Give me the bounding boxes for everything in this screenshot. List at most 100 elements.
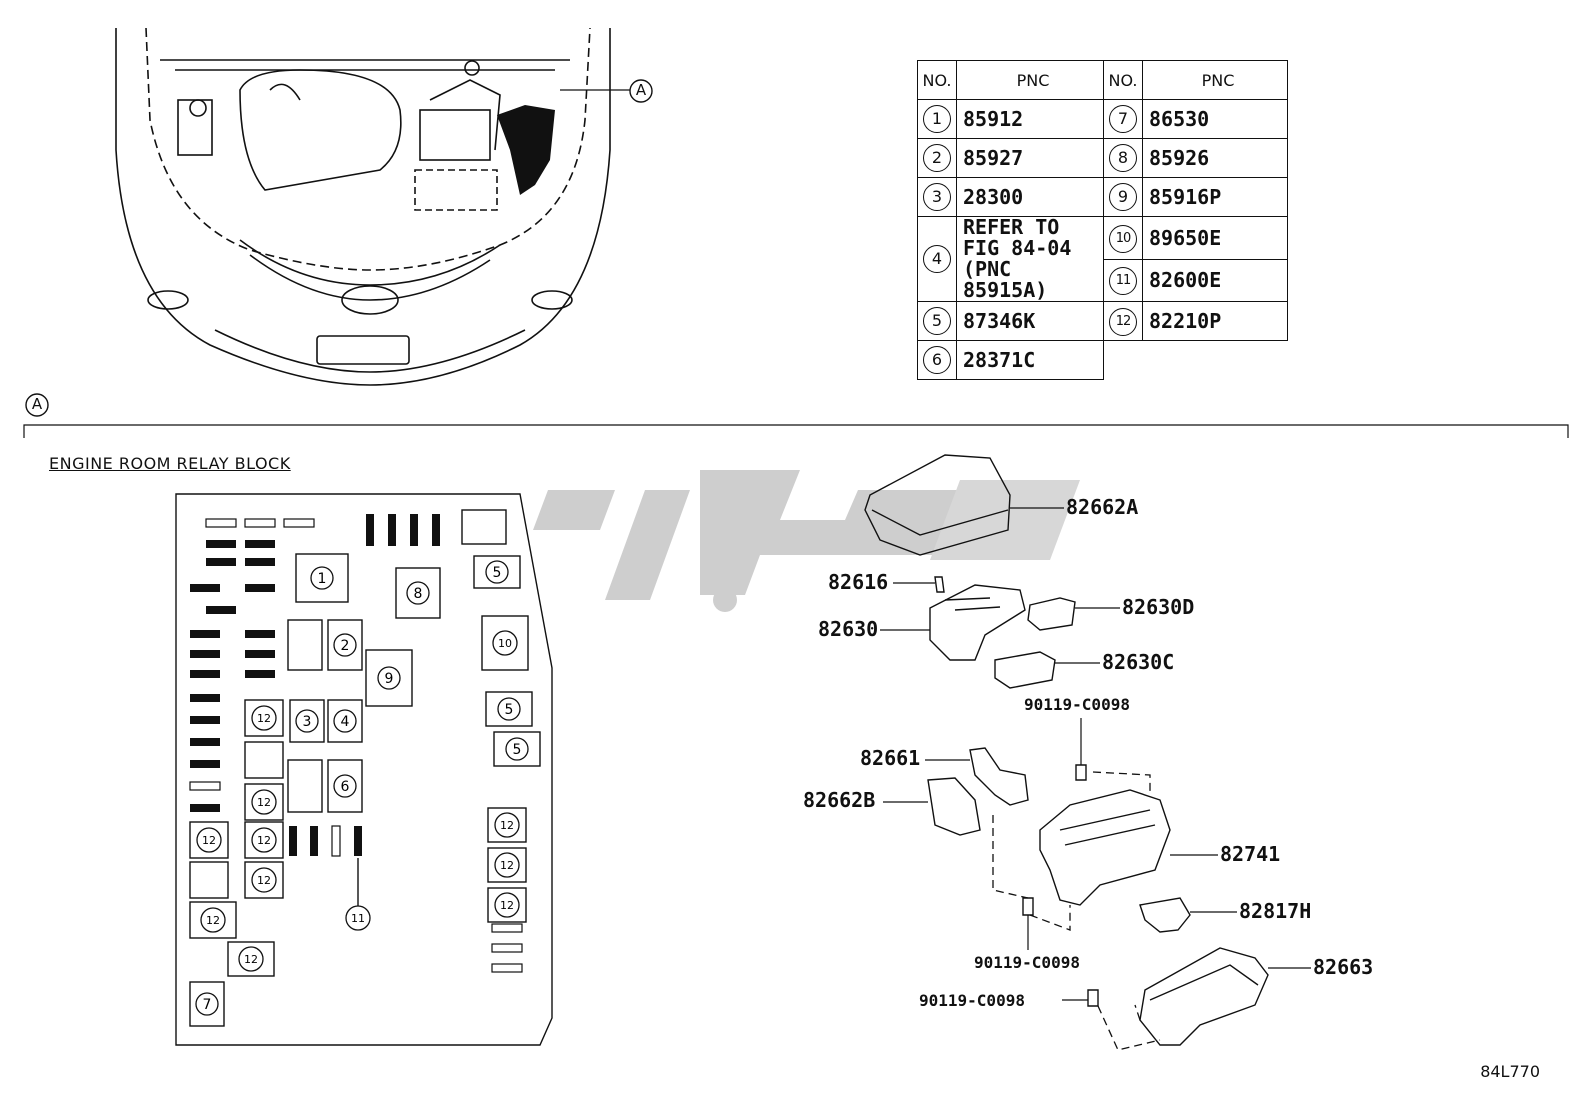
svg-text:12: 12 (202, 834, 216, 847)
part-label-82630: 82630 (818, 617, 879, 641)
table-row: 2 85927 8 85926 (917, 138, 1288, 178)
fuse-group (189, 514, 523, 973)
dashed-guide-lines (992, 771, 1161, 1051)
leader-lines (880, 507, 1311, 1001)
part-label-bolt-3: 90119-C0098 (919, 991, 1025, 1010)
slot-6: 6 (333, 774, 357, 798)
row-pnc: 82210P (1142, 301, 1288, 341)
part-label-82661: 82661 (860, 746, 921, 770)
row-no: 9 (1109, 183, 1137, 211)
clip-82616-shape (934, 576, 945, 593)
block-82630-shape (929, 584, 1026, 661)
refer-line-3: (PNC 85915A) (963, 257, 1048, 302)
part-label-82630c: 82630C (1102, 650, 1175, 674)
part-label-82741: 82741 (1220, 842, 1281, 866)
lower-cover-82663-shape (1139, 947, 1269, 1046)
refer-line-1: REFER TO (963, 215, 1060, 239)
row-no: 7 (1109, 105, 1137, 133)
slot-5c-text: 5 (513, 742, 522, 758)
svg-text:12: 12 (257, 796, 271, 809)
svg-text:12: 12 (500, 899, 514, 912)
svg-text:12: 12 (257, 834, 271, 847)
slot-5b-text: 5 (505, 702, 514, 718)
row-pnc: 82600E (1142, 258, 1288, 302)
slot-11: 11 (345, 905, 371, 931)
row-pnc: 86530 (1142, 99, 1288, 139)
row-pnc: 85916P (1142, 177, 1288, 217)
bolt-1-shape (1075, 764, 1087, 781)
relay-slots (189, 509, 541, 1027)
row-no: 5 (923, 307, 951, 335)
slot-11-text: 11 (351, 912, 365, 925)
slot-12a: 12 (251, 705, 277, 731)
row-pnc: 28300 (956, 177, 1104, 217)
slot-12j: 12 (494, 892, 520, 918)
row-no: 1 (923, 105, 951, 133)
figure-code: 84L770 (1480, 1062, 1540, 1081)
bracket-82662b-shape (927, 777, 981, 836)
slot-3: 3 (295, 709, 319, 733)
slot-1-text: 1 (318, 571, 327, 587)
bracket-82817h-shape (1139, 897, 1191, 933)
slot-12d: 12 (196, 827, 222, 853)
cover-82662a-shape (864, 454, 1011, 556)
relay-block-title: ENGINE ROOM RELAY BLOCK (49, 454, 291, 473)
row-pnc: 85926 (1142, 138, 1288, 178)
row-no: 3 (923, 183, 951, 211)
svg-text:12: 12 (244, 953, 258, 966)
part-label-82630d: 82630D (1122, 595, 1195, 619)
row-pnc: 85912 (956, 99, 1104, 139)
col-no-right: NO. (1103, 60, 1143, 100)
table-row: 3 28300 9 85916P (917, 177, 1288, 217)
svg-text:12: 12 (500, 859, 514, 872)
row-no: 8 (1109, 144, 1137, 172)
slot-7: 7 (195, 992, 219, 1016)
row-pnc: 85927 (956, 138, 1104, 178)
slot-3-text: 3 (303, 714, 312, 730)
svg-text:12: 12 (500, 819, 514, 832)
refer-line-2: FIG 84-04 (963, 236, 1072, 260)
slot-8-text: 8 (414, 586, 423, 602)
row-pnc: 28371C (956, 340, 1104, 380)
section-a-label: A (31, 395, 43, 413)
slot-5b: 5 (497, 697, 521, 721)
col-no-left: NO. (917, 60, 957, 100)
svg-text:12: 12 (257, 874, 271, 887)
part-label-82817h: 82817H (1239, 899, 1312, 923)
slot-12b: 12 (251, 789, 277, 815)
slot-12e: 12 (251, 867, 277, 893)
exploded-parts (864, 454, 1269, 1046)
slot-5c: 5 (505, 737, 529, 761)
block-82630c-shape (994, 651, 1056, 689)
slot-1: 1 (310, 566, 334, 590)
relay-block-outline (175, 493, 553, 1046)
slot-6-text: 6 (341, 779, 350, 795)
svg-text:12: 12 (257, 712, 271, 725)
slot-4: 4 (333, 709, 357, 733)
slot-5a: 5 (485, 560, 509, 584)
slot-12i: 12 (494, 852, 520, 878)
pnc-table: NO. PNC NO. PNC 1 85912 7 86530 2 85927 … (917, 60, 1288, 380)
block-82630d-shape (1027, 597, 1076, 631)
slot-12h: 12 (494, 812, 520, 838)
section-divider (23, 424, 1569, 438)
slot-labels: 1 2 3 4 5 5 5 6 7 8 9 10 11 12 12 12 12 … (195, 560, 529, 1016)
slot-7-text: 7 (203, 997, 212, 1013)
slot-9: 9 (377, 666, 401, 690)
table-row: 11 82600E (918, 258, 1288, 302)
row-refer: REFER TO FIG 84-04 (PNC 85915A) (956, 215, 1104, 302)
housing-82741-shape (1039, 789, 1171, 906)
slot-12g: 12 (238, 946, 264, 972)
slot-2-text: 2 (341, 638, 350, 654)
part-label-82616: 82616 (828, 570, 889, 594)
table-row: 4 REFER TO FIG 84-04 (PNC 85915A) 10 896… (917, 216, 1288, 302)
table-row: 6 28371C (917, 340, 1288, 380)
slot-10: 10 (492, 630, 518, 656)
slot-8: 8 (406, 581, 430, 605)
row-no: 11 (1109, 267, 1137, 296)
row-no: 6 (923, 346, 951, 374)
table-header-row: NO. PNC NO. PNC (917, 60, 1288, 100)
svg-text:12: 12 (206, 914, 220, 927)
slot-2: 2 (333, 633, 357, 657)
